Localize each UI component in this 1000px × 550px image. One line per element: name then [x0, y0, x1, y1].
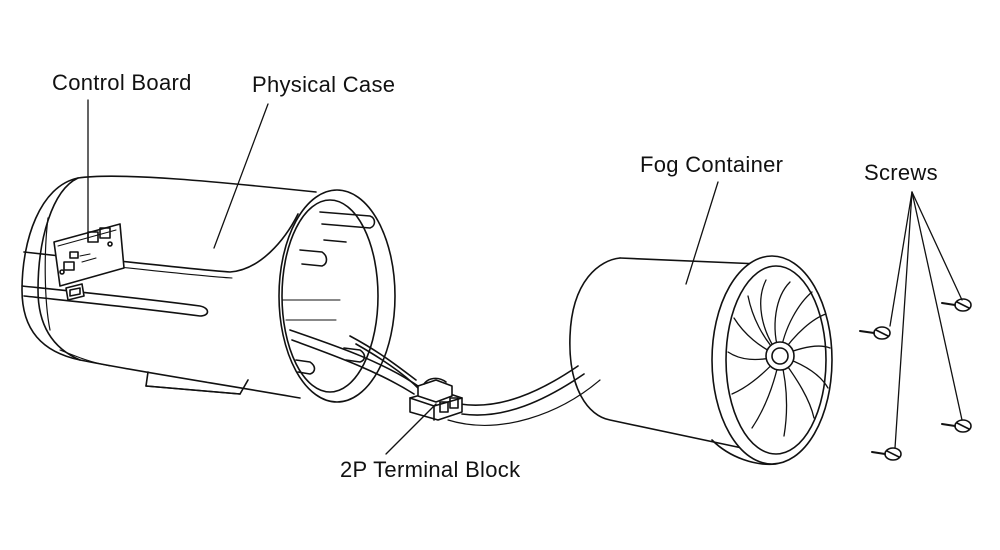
control-board-label: Control Board: [52, 70, 192, 95]
leader-screw-3: [911, 191, 963, 421]
leader-screw-2: [911, 191, 963, 301]
leader-terminal-block: [385, 403, 437, 455]
terminal-block-label: 2P Terminal Block: [340, 457, 521, 482]
screw-1: [859, 326, 891, 340]
leader-fog-container: [685, 181, 719, 285]
wire-harness: [289, 329, 601, 426]
physical-case: [21, 175, 396, 403]
leader-screw-4: [894, 191, 913, 449]
screw-2: [941, 298, 972, 312]
leader-screw-1: [889, 191, 913, 327]
fog-container-label: Fog Container: [640, 152, 784, 177]
terminal-block: [409, 377, 463, 421]
leader-physical-case: [213, 103, 269, 249]
screws-label: Screws: [864, 160, 938, 185]
physical-case-label: Physical Case: [252, 72, 396, 97]
screws: [859, 298, 972, 461]
leader-lines: [87, 99, 963, 455]
screw-4: [871, 447, 902, 461]
control-board: [53, 223, 125, 301]
screw-3: [941, 419, 972, 433]
fog-container: [569, 255, 833, 466]
